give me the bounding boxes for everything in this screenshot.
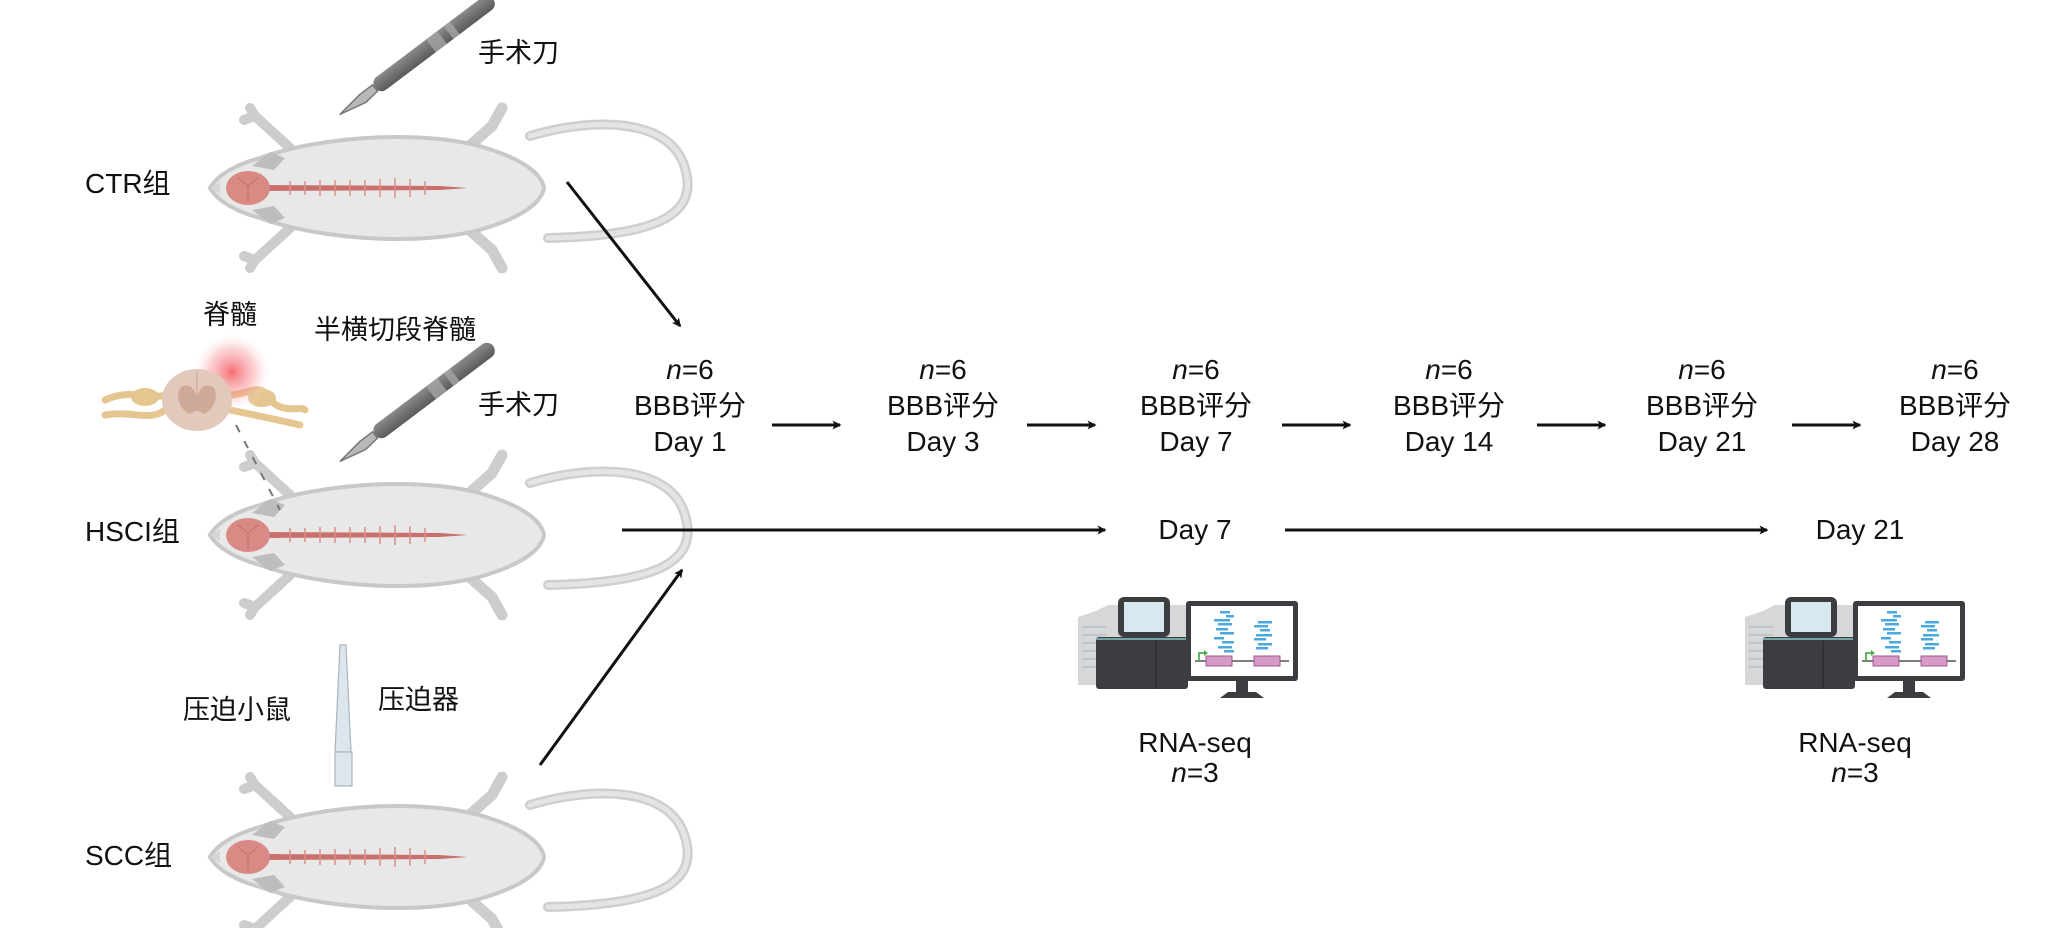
day-label: Day 14 (1404, 426, 1494, 457)
day-label: Day 21 (1657, 426, 1747, 457)
scc-to-day1-arrow (538, 568, 684, 766)
assessment-day1: n=6 BBB评分 Day 1 (600, 352, 780, 460)
test-name: BBB评分 (633, 390, 747, 421)
day-label: Day 28 (1910, 426, 2000, 457)
test-name: BBB评分 (1392, 390, 1506, 421)
sample-size: n=6 (1678, 354, 1726, 385)
assessment-day14: n=6 BBB评分 Day 14 (1359, 352, 1539, 460)
assessment-day21: n=6 BBB评分 Day 21 (1612, 352, 1792, 460)
method-label: RNA-seq (1798, 727, 1912, 758)
sample-size: n=6 (1425, 354, 1473, 385)
compressor-icon (334, 644, 353, 787)
sample-size: n=6 (1931, 354, 1979, 385)
ctr-scalpel-icon (334, 0, 499, 122)
tool-label-scc: 压迫器 (378, 685, 459, 716)
test-name: BBB评分 (1139, 390, 1253, 421)
group-label-ctr: CTR组 (85, 168, 171, 199)
procedure-label-scc: 压迫小鼠 (183, 695, 291, 726)
tool-label-ctr: 手术刀 (478, 38, 559, 69)
rna-seq-day7: RNA-seq n=3 (1085, 728, 1305, 788)
test-name: BBB评分 (886, 390, 1000, 421)
method-label: RNA-seq (1138, 727, 1252, 758)
day-label: Day 3 (906, 426, 980, 457)
test-name: BBB评分 (1645, 390, 1759, 421)
rna-seq-day21: RNA-seq n=3 (1745, 728, 1965, 788)
day-label: Day 1 (653, 426, 727, 457)
sample-size: n=6 (1172, 354, 1220, 385)
sample-size: n=6 (919, 354, 967, 385)
seq-day-label-day7: Day 7 (1158, 514, 1232, 545)
spinal-cord-section-icon (101, 332, 309, 511)
group-label-scc: SCC组 (85, 840, 173, 871)
assessment-day7: n=6 BBB评分 Day 7 (1106, 352, 1286, 460)
hsci-rat-illustration (210, 455, 688, 615)
procedure-label-hsci: 半横切段脊髓 (314, 315, 476, 346)
assessment-day28: n=6 BBB评分 Day 28 (1865, 352, 2045, 460)
scc-rat-illustration (210, 777, 688, 928)
ctr-to-day1-arrow (565, 181, 682, 328)
sequencer-icon-day21 (1744, 596, 1966, 699)
tool-label-hsci: 手术刀 (478, 390, 559, 421)
assessment-day3: n=6 BBB评分 Day 3 (853, 352, 1033, 460)
inset-label-spinal-cord: 脊髓 (203, 300, 257, 331)
day-label: Day 7 (1159, 426, 1233, 457)
sample-size: n=6 (666, 354, 714, 385)
hsci-scalpel-icon (334, 338, 499, 469)
seq-day-label-day21: Day 21 (1815, 514, 1905, 545)
test-name: BBB评分 (1898, 390, 2012, 421)
sample-size: n=3 (1171, 757, 1219, 788)
sequencer-icon-day7 (1077, 596, 1299, 699)
group-label-hsci: HSCI组 (85, 516, 180, 547)
sample-size: n=3 (1831, 757, 1879, 788)
